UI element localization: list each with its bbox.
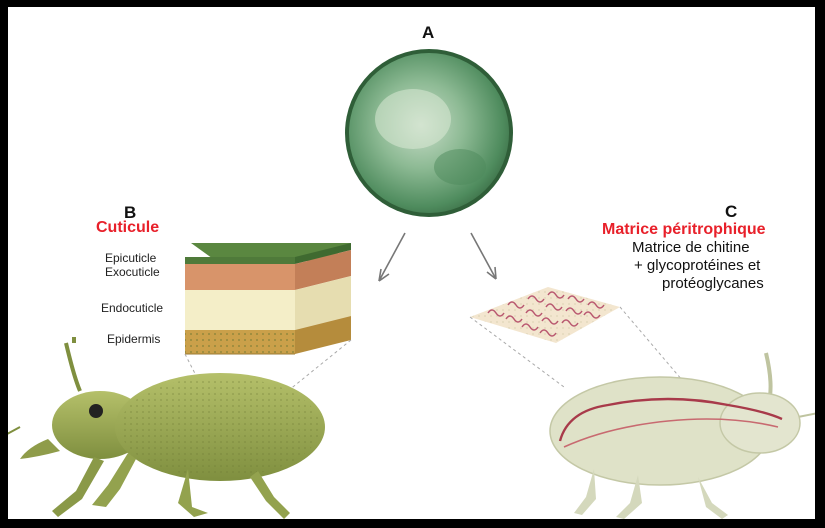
cuticle-title: Cuticule bbox=[96, 219, 159, 237]
beetle-green-icon bbox=[8, 337, 325, 519]
arrow-to-cuticle-icon bbox=[379, 233, 405, 281]
arrow-to-matrix-icon bbox=[471, 233, 496, 279]
peritrophic-matrix-title: Matrice péritrophique bbox=[602, 221, 766, 239]
layer-label-epicuticle: Epicuticle bbox=[105, 251, 156, 265]
matrix-desc-line-2: + glycoprotéines et bbox=[634, 257, 760, 275]
layer-label-endocuticle: Endocuticle bbox=[101, 301, 163, 315]
panel-c-letter: C bbox=[725, 202, 737, 222]
matrix-desc-line-1: Matrice de chitine bbox=[632, 239, 750, 257]
matrix-desc-line-3: protéoglycanes bbox=[662, 275, 764, 293]
fungal-spore-icon bbox=[345, 49, 513, 217]
panel-a-letter: A bbox=[422, 23, 434, 43]
beetle-pale-icon bbox=[550, 353, 815, 519]
layer-label-exocuticle: Exocuticle bbox=[105, 265, 160, 279]
cuticle-block-icon bbox=[184, 243, 351, 354]
diagram-frame: A B Cuticule Epicuticle Exocuticle Endoc… bbox=[8, 7, 815, 519]
peritrophic-matrix-icon bbox=[470, 287, 620, 343]
layer-label-epidermis: Epidermis bbox=[107, 332, 160, 346]
